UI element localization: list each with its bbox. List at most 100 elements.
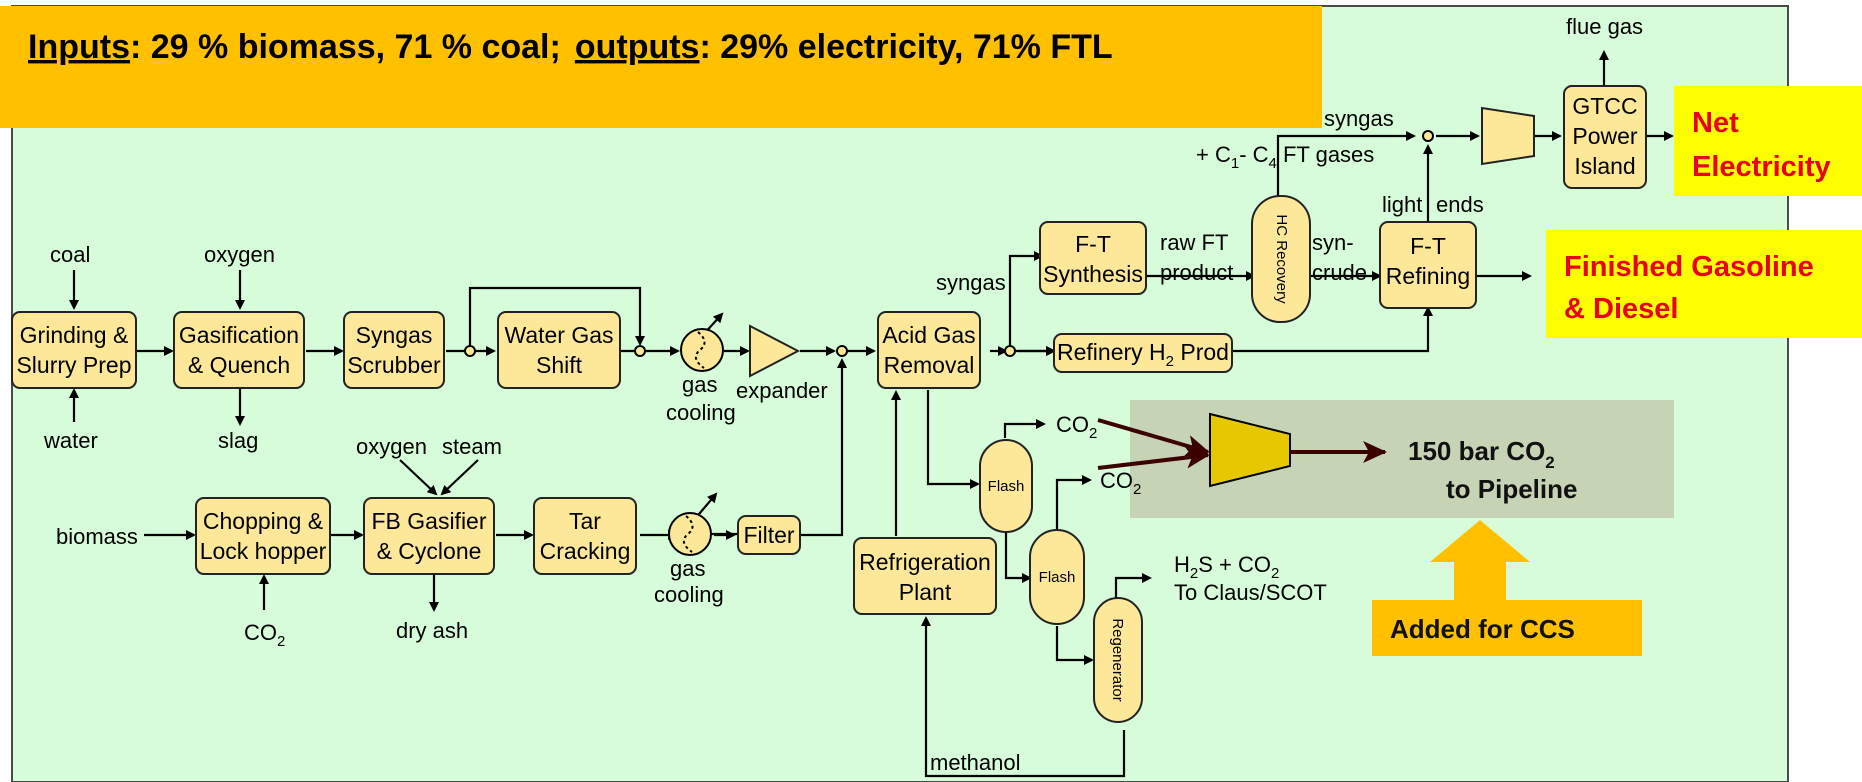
fb-gasifier-label-1: FB Gasifier (371, 508, 486, 534)
h2s-co2-label: H2S + CO2 (1174, 552, 1279, 582)
hc-recovery-label: HC Recovery (1273, 214, 1290, 304)
water-gas-shift-box (497, 311, 621, 389)
ftr-label-1: F-T (1410, 233, 1446, 259)
grinding-label-2: Slurry Prep (16, 352, 131, 378)
co2-input-label: CO2 (244, 620, 285, 650)
agr-label-2: Removal (884, 352, 975, 378)
syngas-label-left: syngas (936, 270, 1006, 295)
steam-label: steam (442, 434, 502, 459)
agr-label-1: Acid Gas (882, 322, 975, 348)
process-boxes (11, 85, 1647, 723)
ftr-label-2: Refining (1386, 263, 1470, 289)
filter-box (737, 515, 801, 555)
c1-c4-gases-label: + C1- C4 FT gases (1196, 142, 1374, 172)
coal-label: coal (50, 242, 90, 267)
pipeline-label-1: 150 bar CO2 (1408, 436, 1555, 472)
syngas-scrubber-box (343, 311, 445, 389)
oxygen-label: oxygen (204, 242, 275, 267)
filter-label: Filter (743, 522, 794, 548)
gasification-box (173, 311, 305, 389)
chopping-label-1: Chopping & (203, 508, 323, 534)
chopping-label-2: Lock hopper (200, 538, 327, 564)
gasoline-diesel-bg (1546, 230, 1862, 338)
co2-compressor-icon (1209, 412, 1291, 488)
scrubber-label-2: Scrubber (347, 352, 441, 378)
light-label: light (1382, 192, 1422, 217)
tar-label-2: Cracking (540, 538, 631, 564)
syn-crude-label-2: crude (1312, 260, 1367, 285)
regenerator-column (1093, 597, 1143, 723)
co2-flash2-arrow (1097, 446, 1210, 470)
dry-ash-label: dry ash (396, 618, 468, 643)
gtcc-compressor-icon (1481, 106, 1535, 166)
flue-gas-label: flue gas (1566, 14, 1643, 39)
syngas-label-top: syngas (1324, 106, 1394, 131)
regenerator-label: Regenerator (1109, 618, 1126, 701)
net-electricity-bg (1674, 86, 1862, 196)
gasification-label-1: Gasification (179, 322, 299, 348)
refinery-h2-label: Refinery H2 Prod (1057, 339, 1229, 370)
expander-icon (749, 324, 801, 378)
pipeline-label-2: to Pipeline (1446, 474, 1577, 504)
gasification-label-2: & Quench (188, 352, 290, 378)
added-for-ccs-label: Added for CCS (1390, 614, 1575, 644)
co2-flash2-label: CO2 (1100, 468, 1141, 498)
gasoline-diesel-label-2: & Diesel (1564, 293, 1678, 325)
scrubber-label-1: Syngas (356, 322, 433, 348)
fts-label-2: Synthesis (1043, 261, 1143, 287)
ft-refining-box (1379, 221, 1477, 309)
ends-label: ends (1436, 192, 1484, 217)
net-electricity-label-1: Net (1692, 107, 1739, 139)
raw-ft-label-2: product (1160, 260, 1233, 285)
gas-cooling-1-label-2: cooling (666, 400, 736, 425)
gasoline-diesel-label-1: Finished Gasoline (1564, 251, 1814, 283)
wgs-label-2: Shift (536, 352, 583, 378)
acid-gas-removal-box (877, 311, 981, 389)
fts-label-1: F-T (1075, 231, 1111, 257)
net-electricity-label-2: Electricity (1692, 151, 1831, 183)
ccs-up-arrow-icon (1430, 520, 1530, 562)
gas-cooling-2-label-2: cooling (654, 582, 724, 607)
header-title: Inputs: 29 % biomass, 71 % coal;outputs:… (28, 28, 1113, 66)
flash-1-vessel (979, 439, 1033, 533)
header-bar (0, 6, 1322, 128)
tar-cracking-box (533, 497, 637, 575)
fb-gasifier-label-2: & Cyclone (377, 538, 482, 564)
oxygen-bottom-label: oxygen (356, 434, 427, 459)
slag-label: slag (218, 428, 258, 453)
flow-lines (69, 50, 1674, 778)
refrigeration-plant-box (853, 537, 997, 615)
hc-recovery-column (1251, 195, 1311, 323)
ccs-up-arrow-stem (1454, 560, 1506, 600)
junction-nodes (464, 130, 1434, 556)
gas-cooling-2-label-1: gas (670, 556, 705, 581)
flash-1-label: Flash (988, 478, 1025, 495)
gtcc-power-island-box (1563, 85, 1647, 189)
raw-ft-label-1: raw FT (1160, 230, 1228, 255)
water-label: water (43, 428, 98, 453)
gtcc-label-3: Island (1574, 153, 1635, 179)
wgs-label-1: Water Gas (504, 322, 613, 348)
added-for-ccs-box (1372, 600, 1642, 656)
gas-cooler-1-icon (680, 328, 724, 372)
gtcc-label-1: GTCC (1572, 93, 1637, 119)
chopping-lockhopper-box (195, 497, 331, 575)
co2-flash1-label: CO2 (1056, 412, 1097, 442)
grinding-label-1: Grinding & (20, 322, 129, 348)
ft-synthesis-box (1039, 221, 1147, 295)
refrigeration-label-2: Plant (899, 579, 952, 605)
methanol-label: methanol (930, 750, 1021, 775)
biomass-label: biomass (56, 524, 138, 549)
fb-gasifier-box (363, 497, 495, 575)
refrigeration-label-1: Refrigeration (859, 549, 991, 575)
gas-cooling-1-label-1: gas (682, 372, 717, 397)
expander-label: expander (736, 378, 828, 403)
syn-crude-label-1: syn- (1312, 230, 1354, 255)
flash-2-label: Flash (1039, 569, 1076, 586)
tar-label-1: Tar (569, 508, 601, 534)
grinding-slurry-box (11, 311, 137, 389)
flash-2-vessel (1029, 529, 1085, 625)
refinery-h2-box (1053, 333, 1233, 373)
